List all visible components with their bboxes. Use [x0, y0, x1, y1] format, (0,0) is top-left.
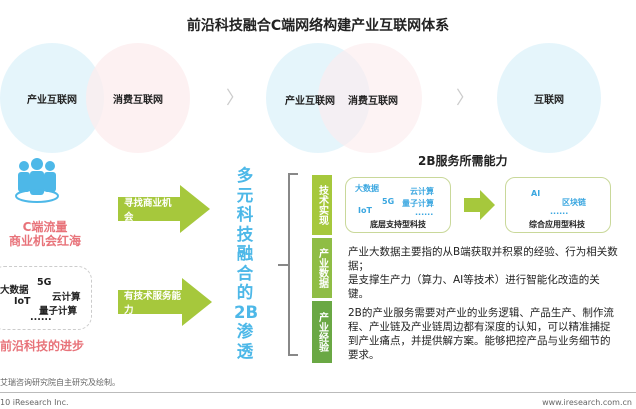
tech-item: IoT: [14, 296, 31, 307]
tech-item: ......: [30, 312, 52, 323]
tech-item: 大数据: [355, 184, 379, 193]
bracket: [278, 173, 298, 356]
circle-consumer-internet: 消费互联网: [86, 43, 190, 153]
copyright: 10 iResearch Inc.: [0, 398, 69, 407]
source-note: 艾瑞咨询研究院自主研究及绘制。: [0, 378, 120, 387]
industry-data-text: 产业大数据主要指的从B端获取并积累的经验、行为相关数据； 是支撑生产力（算力、A…: [348, 246, 618, 300]
tech-item: IoT: [358, 206, 372, 215]
vertical-char: 透: [236, 341, 254, 361]
vertical-char: 的: [236, 283, 254, 302]
category-tech: 技术实现: [312, 175, 332, 235]
arrow-right-icon: [464, 190, 495, 220]
circle-label: 产业互联网: [27, 94, 77, 106]
footer-divider: [0, 392, 636, 393]
vertical-char: 融: [236, 244, 254, 263]
vertical-char: 2B: [234, 302, 259, 322]
industry-experience-text: 2B的产业服务需要对产业的业务逻辑、产品生产、制作流程、产业链及产业链周边都有深…: [348, 307, 614, 361]
tech-cloud: [0, 266, 92, 330]
vertical-char: 多: [236, 166, 254, 185]
circle-label: 消费互联网: [113, 94, 163, 106]
tech-item: 量子计算: [402, 199, 434, 208]
arrow-label: 有技术服务能力: [118, 290, 182, 316]
business-opportunity-label: 商业机会红海: [8, 234, 81, 248]
tech-item: ......: [550, 207, 569, 216]
tech-item: 5G: [382, 197, 395, 206]
section-heading: 2B服务所需能力: [418, 154, 508, 168]
circle-label: 产业互联网: [285, 96, 335, 107]
vertical-char: 渗: [236, 322, 254, 341]
tech-item: 量子计算: [39, 306, 78, 317]
vertical-char: 技: [236, 224, 254, 244]
applied-tech-box: [505, 177, 611, 233]
tech-progress-label: 前沿科技的进步: [0, 339, 85, 353]
chevron-right-icon: 〉: [456, 88, 474, 109]
tech-item: ......: [415, 208, 434, 217]
circle-consumer-overlap: [318, 43, 422, 153]
base-tech-box: [345, 177, 451, 233]
circle-label: 消费互联网: [348, 96, 398, 107]
vertical-char: 科: [236, 205, 254, 224]
arrow-find-opportunity: 寻找商业机会: [118, 185, 210, 233]
tech-item: 5G: [37, 277, 52, 288]
chevron-right-icon: 〉: [226, 88, 244, 109]
box-caption: 底层支持型科技: [370, 220, 426, 229]
tech-item: 区块链: [562, 198, 586, 207]
box-caption: 综合应用型科技: [529, 220, 585, 229]
website-url: www.iresearch.com.cn: [542, 398, 632, 407]
people-icon: [15, 158, 59, 203]
tech-item: 云计算: [410, 187, 434, 196]
circle-label: 互联网: [534, 94, 564, 106]
c-traffic-label: C端流量: [22, 220, 68, 234]
arrow-tech-service: 有技术服务能力: [118, 278, 212, 326]
category-experience: 产业经验: [312, 301, 332, 363]
circle-internet: 互联网: [497, 43, 601, 153]
tech-item: 云计算: [52, 292, 81, 303]
vertical-char: 合: [236, 263, 254, 283]
page-title: 前沿科技融合C端网络构建产业互联网体系: [186, 18, 450, 34]
vertical-char: 元: [236, 185, 254, 205]
arrow-label: 寻找商业机会: [118, 197, 180, 223]
category-data: 产业数据: [312, 238, 332, 298]
tech-item: 大数据: [0, 285, 29, 296]
tech-item: AI: [531, 189, 541, 198]
